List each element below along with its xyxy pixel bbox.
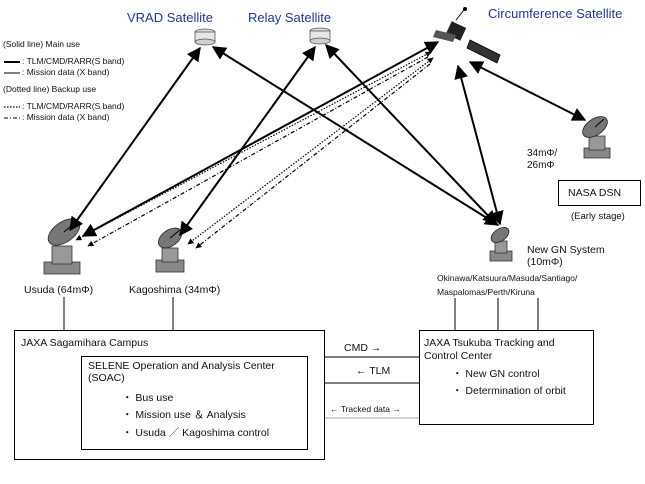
station-connectors (63, 297, 539, 330)
legend-solid-heading: (Solid line) Main use (3, 39, 81, 49)
soac-box: SELENE Operation and Analysis Center (SO… (81, 356, 308, 450)
gn-size-label: (10mΦ) (527, 256, 563, 268)
usuda-label: Usuda (64mΦ) (24, 284, 94, 296)
kagoshima-label: Kagoshima (34mΦ) (129, 284, 221, 296)
legend-solid-tlm: : TLM/CMD/RARR(S band) (22, 56, 125, 66)
legend-solid-mission: : Mission data (X band) (22, 67, 110, 77)
tsukuba-item-gn: ・ New GN control (452, 368, 540, 380)
sagamihara-campus-box: JAXA Sagamihara Campus SELENE Operation … (14, 330, 325, 460)
gn-system-label: New GN System (527, 244, 605, 256)
tlm-label: ← TLM (356, 365, 391, 377)
vrad-satellite-icon (194, 28, 216, 46)
nasa-dish-size-2: 26mΦ (527, 160, 555, 171)
kagoshima-antenna-icon (155, 227, 185, 273)
tsukuba-center-box: JAXA Tsukuba Tracking and Control Center… (419, 330, 594, 425)
cmd-label: CMD → (344, 342, 382, 354)
vrad-satellite-label: VRAD Satellite (127, 10, 213, 25)
soac-item-control: ・ Usuda ／ Kagoshima control (122, 427, 270, 439)
relay-satellite-icon (309, 27, 331, 45)
soac-item-mission: ・ Mission use ＆ Analysis (122, 409, 246, 421)
nasa-antenna-icon (582, 116, 611, 159)
legend-dotted-tlm: : TLM/CMD/RARR(S band) (22, 101, 125, 111)
center-links (325, 356, 419, 419)
gn-sites-line2: Maspalomas/Perth/Kiruna (437, 287, 535, 297)
backup-links (75, 51, 434, 249)
legend-dotted-mission: : Mission data (X band) (22, 112, 110, 122)
nasa-dish-size-1: 34mΦ/ (527, 148, 558, 159)
relay-satellite-label: Relay Satellite (248, 10, 332, 25)
tsukuba-item-orbit: ・ Determination of orbit (452, 385, 566, 397)
soac-title-1: SELENE Operation and Analysis Center (88, 360, 275, 372)
gn-antenna-icon (489, 227, 513, 262)
sagamihara-title: JAXA Sagamihara Campus (21, 337, 149, 349)
soac-item-bus: ・ Bus use (122, 392, 174, 404)
nasa-dsn-label: NASA DSN (568, 187, 622, 199)
legend-samples (4, 61, 20, 119)
gn-sites-line1: Okinawa/Katsuura/Masuda/Santiago/ (437, 273, 578, 283)
legend-dotted-heading: (Dotted line) Backup use (3, 84, 97, 94)
usuda-antenna-icon (43, 218, 81, 275)
nasa-early-stage: (Early stage) (571, 211, 625, 222)
tracked-data-label: ← Tracked data → (330, 404, 401, 414)
nasa-dsn-box: NASA DSN (558, 180, 641, 206)
tsukuba-title-2: Control Center (424, 350, 493, 362)
circumference-satellite-label: Circumference Satellite (488, 6, 623, 21)
tsukuba-title-1: JAXA Tsukuba Tracking and (424, 337, 555, 349)
main-use-links (69, 41, 587, 237)
soac-title-2: (SOAC) (88, 372, 125, 384)
